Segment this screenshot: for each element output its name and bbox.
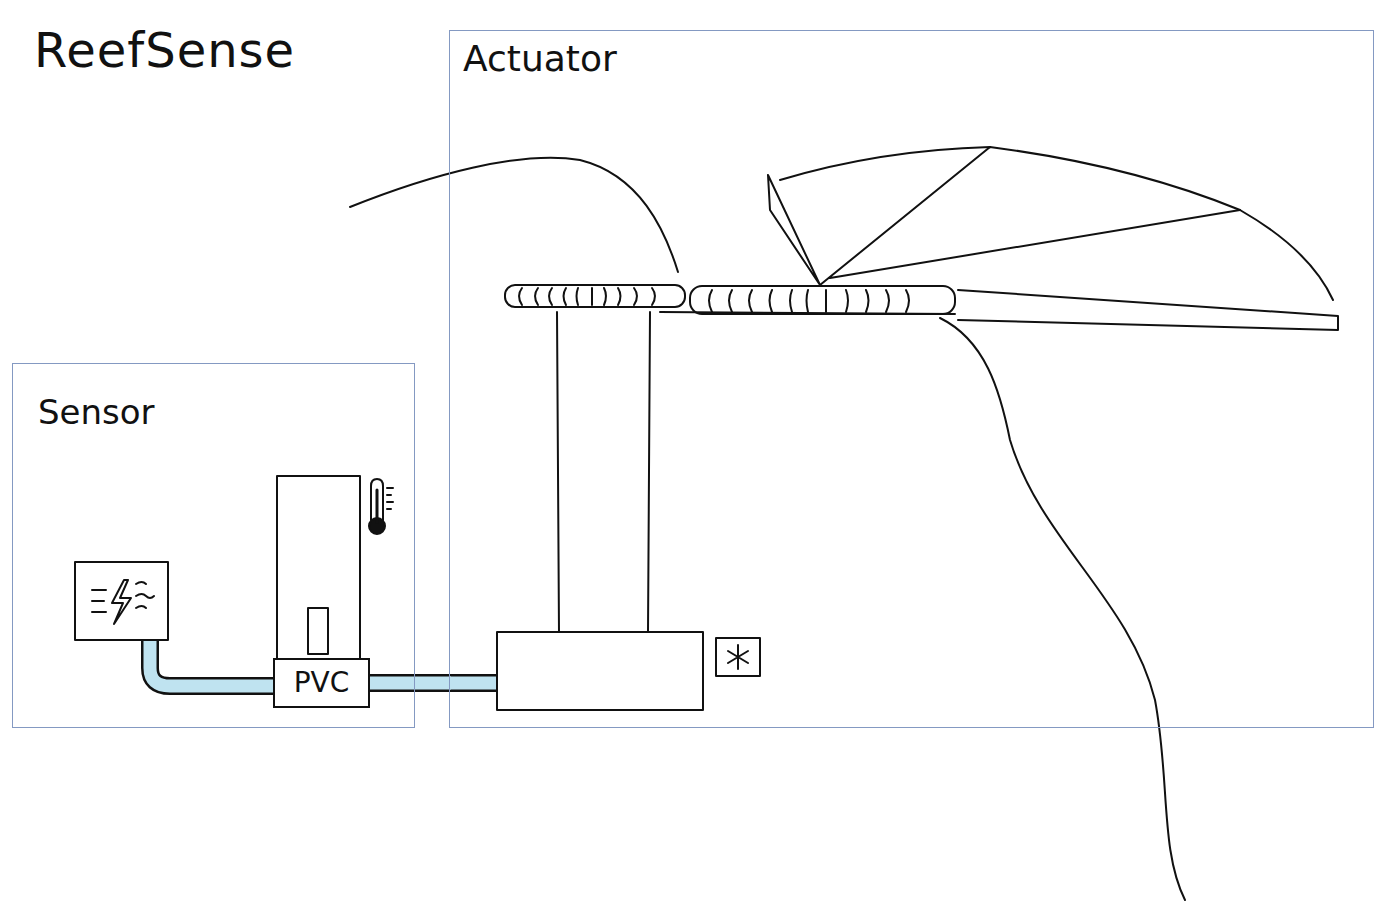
power-icon bbox=[92, 580, 154, 624]
tube bbox=[150, 640, 273, 686]
tube bbox=[446, 677, 497, 690]
coil-bar bbox=[690, 286, 955, 314]
power-icon-box bbox=[75, 562, 168, 640]
pvc-fitting: PVC bbox=[273, 658, 370, 708]
pillar bbox=[557, 312, 650, 632]
sensor-region: SensorPVC bbox=[12, 363, 415, 728]
bar-edge bbox=[660, 312, 955, 314]
region-label: Sensor bbox=[38, 394, 155, 431]
cable bbox=[940, 318, 1185, 900]
tube-outline bbox=[150, 640, 273, 686]
star-box bbox=[716, 638, 760, 676]
actuator-base bbox=[497, 632, 703, 710]
coil-turns bbox=[519, 288, 909, 312]
tube-fill bbox=[369, 677, 451, 690]
actuator-region: Actuator bbox=[449, 30, 1374, 728]
title: ReefSense bbox=[34, 22, 295, 78]
thermometer-icon bbox=[369, 479, 393, 534]
tube-outline bbox=[447, 674, 497, 692]
sensor-housing bbox=[277, 476, 360, 660]
tube-connector bbox=[369, 683, 451, 684]
sensor-window bbox=[308, 608, 328, 654]
coil-bar bbox=[505, 285, 685, 307]
star-symbol bbox=[728, 645, 748, 669]
cable bbox=[350, 158, 678, 272]
fan bbox=[768, 147, 1333, 300]
arm bbox=[958, 290, 1338, 330]
region-label: Actuator bbox=[463, 39, 617, 79]
box-label: PVC bbox=[294, 668, 350, 699]
